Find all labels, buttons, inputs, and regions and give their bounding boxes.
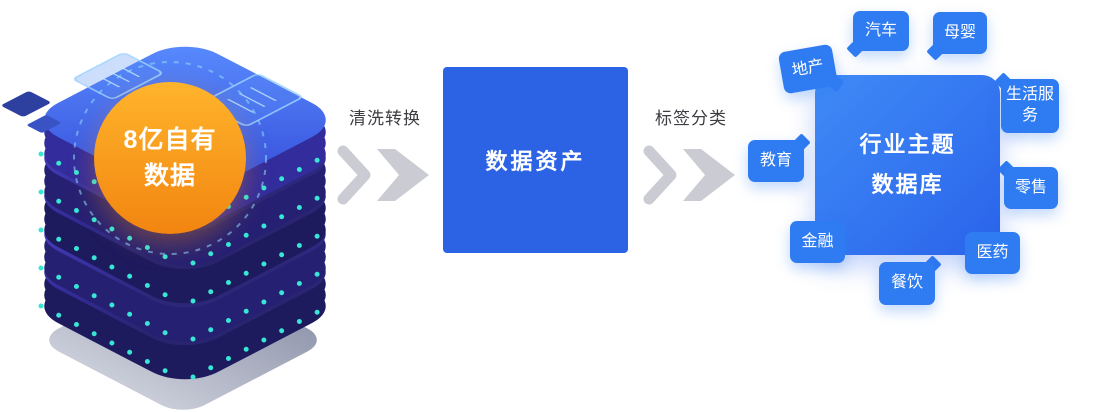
industry-tag-label: 零售: [1014, 178, 1047, 196]
industry-tag-label: 医药: [976, 243, 1009, 261]
industry-tag-label: 餐饮: [890, 274, 923, 292]
data-asset-label: 数据资产: [485, 149, 586, 174]
badge-line-2: 数据: [143, 162, 196, 190]
industry-db-title-line-1: 行业主题: [859, 132, 956, 158]
data-volume-badge: 8亿自有 数据: [94, 82, 246, 234]
industry-tag-label: 金融: [801, 232, 834, 250]
industry-tag-label: 地产: [790, 56, 826, 80]
data-asset-box: 数据资产: [443, 67, 628, 253]
industry-cluster: 行业主题 数据库 地产 汽车 母婴 生活服务 教育 零售 金融 医药 餐饮: [745, 0, 1099, 330]
industry-tag-label: 教育: [759, 151, 792, 169]
industry-tag-real-estate: 地产: [777, 43, 839, 95]
floating-panel-icon: [2, 91, 50, 117]
industry-tag-life-services: 生活服务: [1001, 79, 1059, 133]
industry-tag-retail: 零售: [1004, 167, 1058, 209]
dashed-ring: [73, 61, 267, 255]
industry-tag-label: 母婴: [943, 23, 976, 41]
industry-db-box: 行业主题 数据库: [815, 75, 1000, 255]
database-stack-illustration: 8亿自有 数据: [0, 0, 380, 412]
badge-line-1: 8亿自有: [123, 125, 217, 154]
flow-step-label: 标签分类: [655, 109, 727, 128]
industry-tag-pharma: 医药: [965, 232, 1020, 274]
industry-tag-finance: 金融: [790, 221, 845, 263]
industry-tag-catering: 餐饮: [879, 262, 935, 305]
industry-tag-education: 教育: [748, 140, 804, 182]
flow-step-label: 清洗转换: [349, 109, 421, 128]
flow-step-1: 清洗转换: [330, 104, 440, 211]
industry-tag-mother-baby: 母婴: [933, 12, 987, 54]
flow-arrow-icon: [337, 145, 429, 205]
flow-arrow-icon: [643, 145, 735, 205]
floating-panel-icon: [27, 115, 61, 133]
industry-tag-auto: 汽车: [853, 11, 909, 51]
industry-db-title-line-2: 数据库: [871, 172, 944, 197]
industry-tag-label: 生活服务: [1005, 86, 1054, 124]
industry-tag-label: 汽车: [864, 21, 897, 39]
flow-step-2: 标签分类: [636, 104, 746, 211]
